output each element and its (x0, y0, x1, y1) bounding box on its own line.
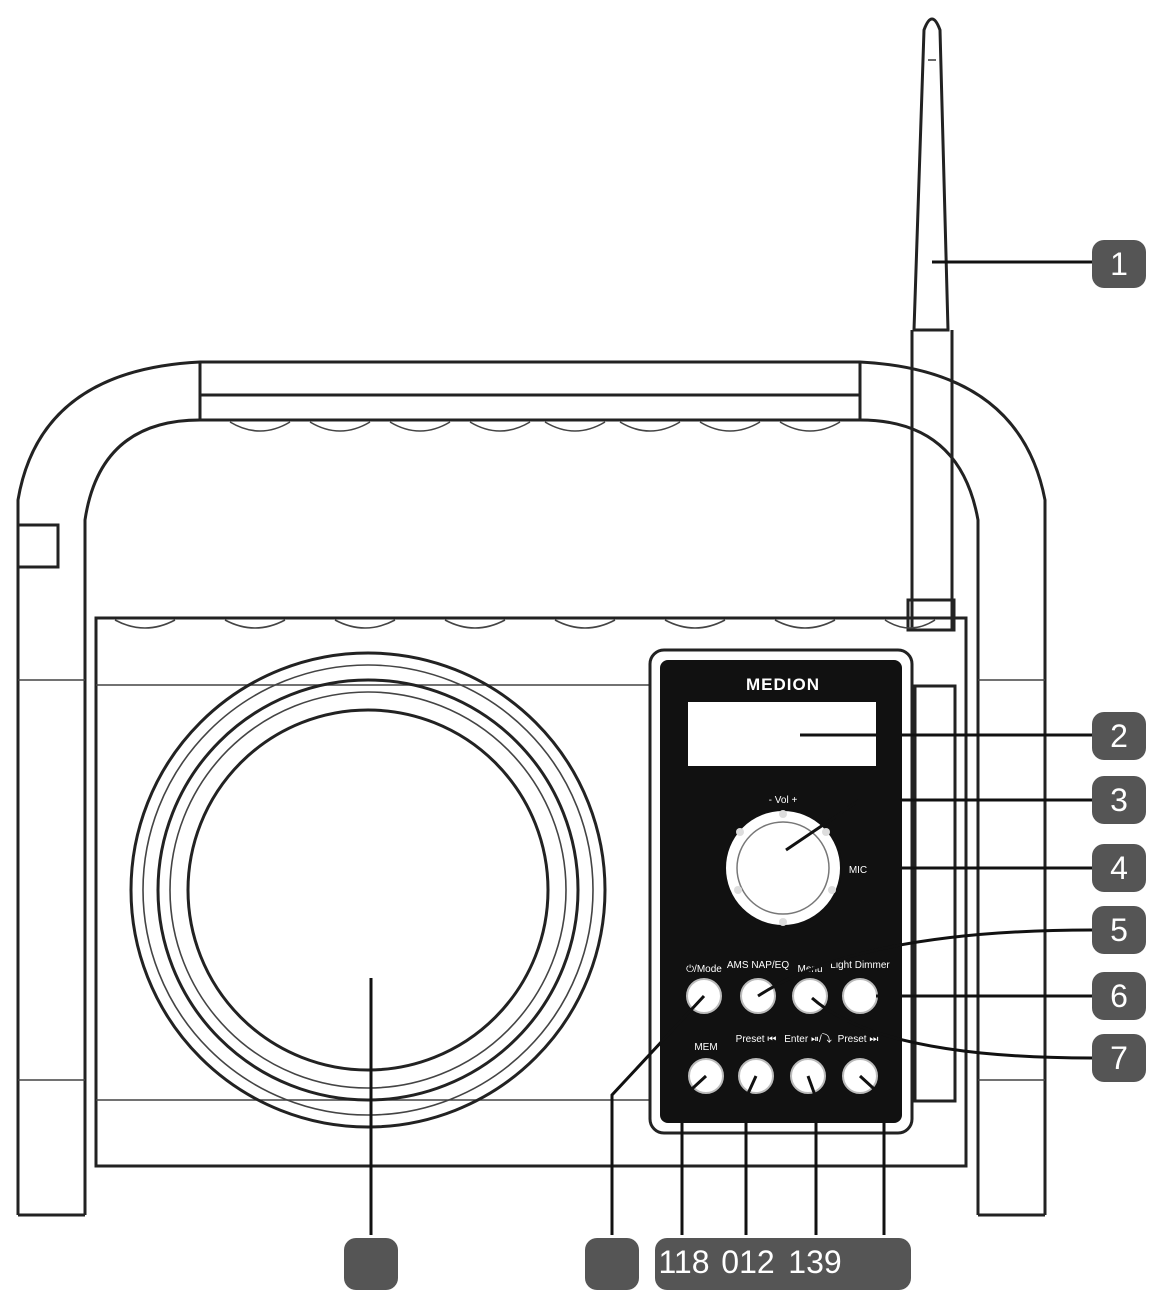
callout-bottom-speaker (344, 1238, 398, 1290)
callout-4: 4 (1092, 844, 1146, 892)
btn-label-preset-down: Preset ⏮ (736, 1034, 777, 1045)
callouts-right: 1 2 3 4 5 6 7 (1092, 240, 1146, 1082)
svg-text:1: 1 (1110, 246, 1128, 282)
btn-label-ams: AMS NAP/EQ (727, 960, 789, 971)
btn-label-mode: ⏻/Mode (686, 964, 722, 975)
carry-handle (16, 360, 1047, 1217)
btn-label-mem: MEM (694, 1042, 717, 1053)
callout-7: 7 (1092, 1034, 1146, 1082)
callout-bottom-012: 012 (721, 1244, 774, 1280)
callouts-bottom: 118 012 139 (344, 1238, 911, 1290)
control-panel: MEDION - Vol + MIC ⏻/Mode AMS NAP/EQ Men… (648, 648, 914, 1135)
btn-label-enter: Enter ⏯/⤵ (784, 1033, 831, 1045)
btn-label-preset-up: Preset ⏭ (838, 1034, 879, 1045)
leader-lines (369, 260, 1093, 1235)
mic-label: MIC (849, 865, 867, 876)
menu-button[interactable] (792, 978, 828, 1014)
svg-text:6: 6 (1110, 978, 1128, 1014)
callout-6: 6 (1092, 972, 1146, 1020)
light-button[interactable] (842, 978, 878, 1014)
callout-bottom-118: 118 (658, 1244, 709, 1280)
speaker-grille (129, 651, 607, 1129)
callout-2: 2 (1092, 712, 1146, 760)
svg-text:5: 5 (1110, 912, 1128, 948)
brand-logo: MEDION (746, 675, 820, 694)
callout-3: 3 (1092, 776, 1146, 824)
callout-bottom-mode (585, 1238, 639, 1290)
volume-knob[interactable] (724, 809, 842, 927)
svg-text:118: 118 (658, 1244, 709, 1280)
callout-5: 5 (1092, 906, 1146, 954)
svg-text:4: 4 (1110, 850, 1128, 886)
svg-text:3: 3 (1110, 782, 1128, 818)
svg-text:012: 012 (721, 1244, 774, 1280)
antenna (906, 17, 956, 632)
callout-bottom-139: 139 (788, 1244, 841, 1280)
btn-label-light: Light Dimmer (830, 960, 890, 971)
volume-label: - Vol + (769, 795, 798, 806)
svg-text:139: 139 (788, 1244, 841, 1280)
callout-bottom-group (655, 1238, 911, 1290)
callout-1: 1 (1092, 240, 1146, 288)
svg-text:2: 2 (1110, 718, 1128, 754)
svg-text:7: 7 (1110, 1040, 1128, 1076)
